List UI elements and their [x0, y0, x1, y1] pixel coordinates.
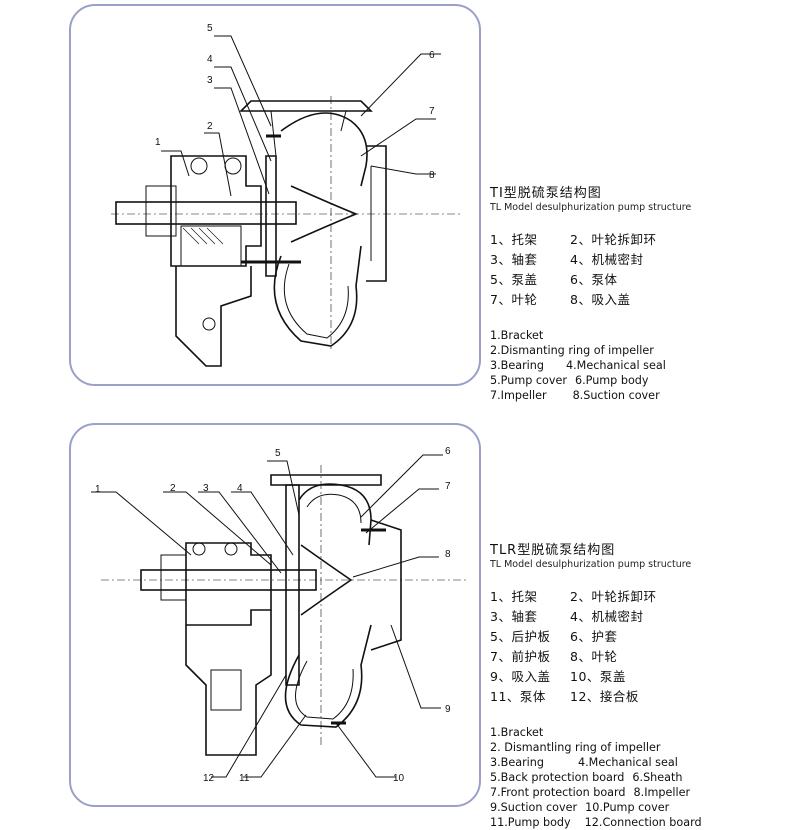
cn-item: 4、机械密封 — [570, 252, 644, 267]
cn-item: 1、托架 — [490, 232, 538, 247]
diagram-panel-ti: 1 2 3 4 5 6 7 8 — [69, 4, 481, 386]
callout-7: 7 — [429, 106, 435, 117]
legend-cn-list: 1、托架 2、叶轮拆卸环 3、轴套 4、机械密封 5、泵盖 6、泵体 7、叶轮 … — [490, 229, 790, 308]
callout-11: 11 — [239, 773, 250, 784]
ti-pump-cross-section: 1 2 3 4 5 6 7 8 — [111, 23, 461, 367]
callout-2: 2 — [170, 483, 176, 494]
cn-item: 7、前护板 — [490, 649, 551, 664]
cn-item: 6、泵体 — [570, 272, 618, 287]
cn-item: 10、泵盖 — [570, 669, 626, 684]
callout-6: 6 — [445, 446, 451, 457]
en-row: 2. Dismantling ring of impeller — [490, 741, 661, 754]
diagram-panel-tlr: 1 2 3 4 5 6 7 8 9 10 11 12 — [69, 423, 481, 807]
callout-8: 8 — [429, 170, 435, 181]
callout-8: 8 — [445, 549, 451, 560]
legend-title-cn: TLR型脱硫泵结构图 — [490, 543, 616, 558]
cn-item: 6、护套 — [570, 629, 618, 644]
back-protection-board — [285, 484, 300, 686]
callout-12: 12 — [203, 773, 215, 784]
cn-item: 12、接合板 — [570, 689, 639, 704]
legend-title-cn: TI型脱硫泵结构图 — [490, 186, 602, 201]
shaft — [115, 201, 297, 225]
callout-4: 4 — [237, 483, 243, 494]
legend-en-list: 1.Bracket 2. Dismantling ring of impelle… — [490, 725, 800, 830]
cn-item: 9、吸入盖 — [490, 669, 551, 684]
legend-title-en: TL Model desulphurization pump structure — [490, 202, 692, 213]
cn-item: 7、叶轮 — [490, 292, 538, 307]
callout-1: 1 — [155, 137, 161, 148]
cn-item: 11、泵体 — [490, 689, 546, 704]
impeller — [300, 544, 353, 616]
pump-body — [284, 624, 372, 728]
shaft — [140, 569, 317, 591]
callout-4: 4 — [207, 54, 213, 65]
callout-1: 1 — [95, 484, 101, 495]
callout-10: 10 — [393, 773, 405, 784]
base-stand — [175, 266, 252, 367]
callout-9: 9 — [445, 704, 451, 715]
en-row: 1.Bracket — [490, 726, 544, 739]
callout-3: 3 — [207, 75, 213, 86]
en-row: 1.Bracket — [490, 329, 544, 342]
suction-cover — [370, 519, 402, 651]
cn-item: 5、泵盖 — [490, 272, 538, 287]
suction-cover — [366, 145, 387, 282]
cn-item: 3、轴套 — [490, 252, 538, 267]
cn-item: 8、叶轮 — [570, 649, 618, 664]
callout-5: 5 — [207, 23, 213, 34]
tlr-pump-cross-section: 1 2 3 4 5 6 7 8 9 10 11 12 — [91, 446, 466, 784]
legend-ti: TI型脱硫泵结构图 TL Model desulphurization pump… — [490, 182, 790, 403]
pump-body — [280, 112, 368, 187]
impeller — [290, 185, 359, 243]
cn-item: 4、机械密封 — [570, 609, 644, 624]
bracket — [170, 155, 262, 267]
cn-item: 2、叶轮拆卸环 — [570, 232, 657, 247]
bracket — [185, 542, 272, 626]
en-row: 2.Dismanting ring of impeller — [490, 344, 654, 357]
cn-item: 3、轴套 — [490, 609, 538, 624]
cn-item: 5、后护板 — [490, 629, 551, 644]
legend-cn-list: 1、托架 2、叶轮拆卸环 3、轴套 4、机械密封 5、后护板 6、护套 7、前护… — [490, 586, 800, 705]
cn-item: 2、叶轮拆卸环 — [570, 589, 657, 604]
callout-5: 5 — [275, 448, 281, 459]
callout-6: 6 — [429, 50, 435, 61]
legend-en-list: 1.Bracket 2.Dismanting ring of impeller … — [490, 328, 790, 403]
callout-2: 2 — [207, 121, 213, 132]
cn-item: 1、托架 — [490, 589, 538, 604]
legend-title-en: TL Model desulphurization pump structure — [490, 559, 692, 570]
base-stand — [185, 610, 272, 756]
cn-item: 8、吸入盖 — [570, 292, 631, 307]
callout-7: 7 — [445, 481, 451, 492]
callout-3: 3 — [203, 483, 209, 494]
legend-tlr: TLR型脱硫泵结构图 TL Model desulphurization pum… — [490, 539, 800, 830]
